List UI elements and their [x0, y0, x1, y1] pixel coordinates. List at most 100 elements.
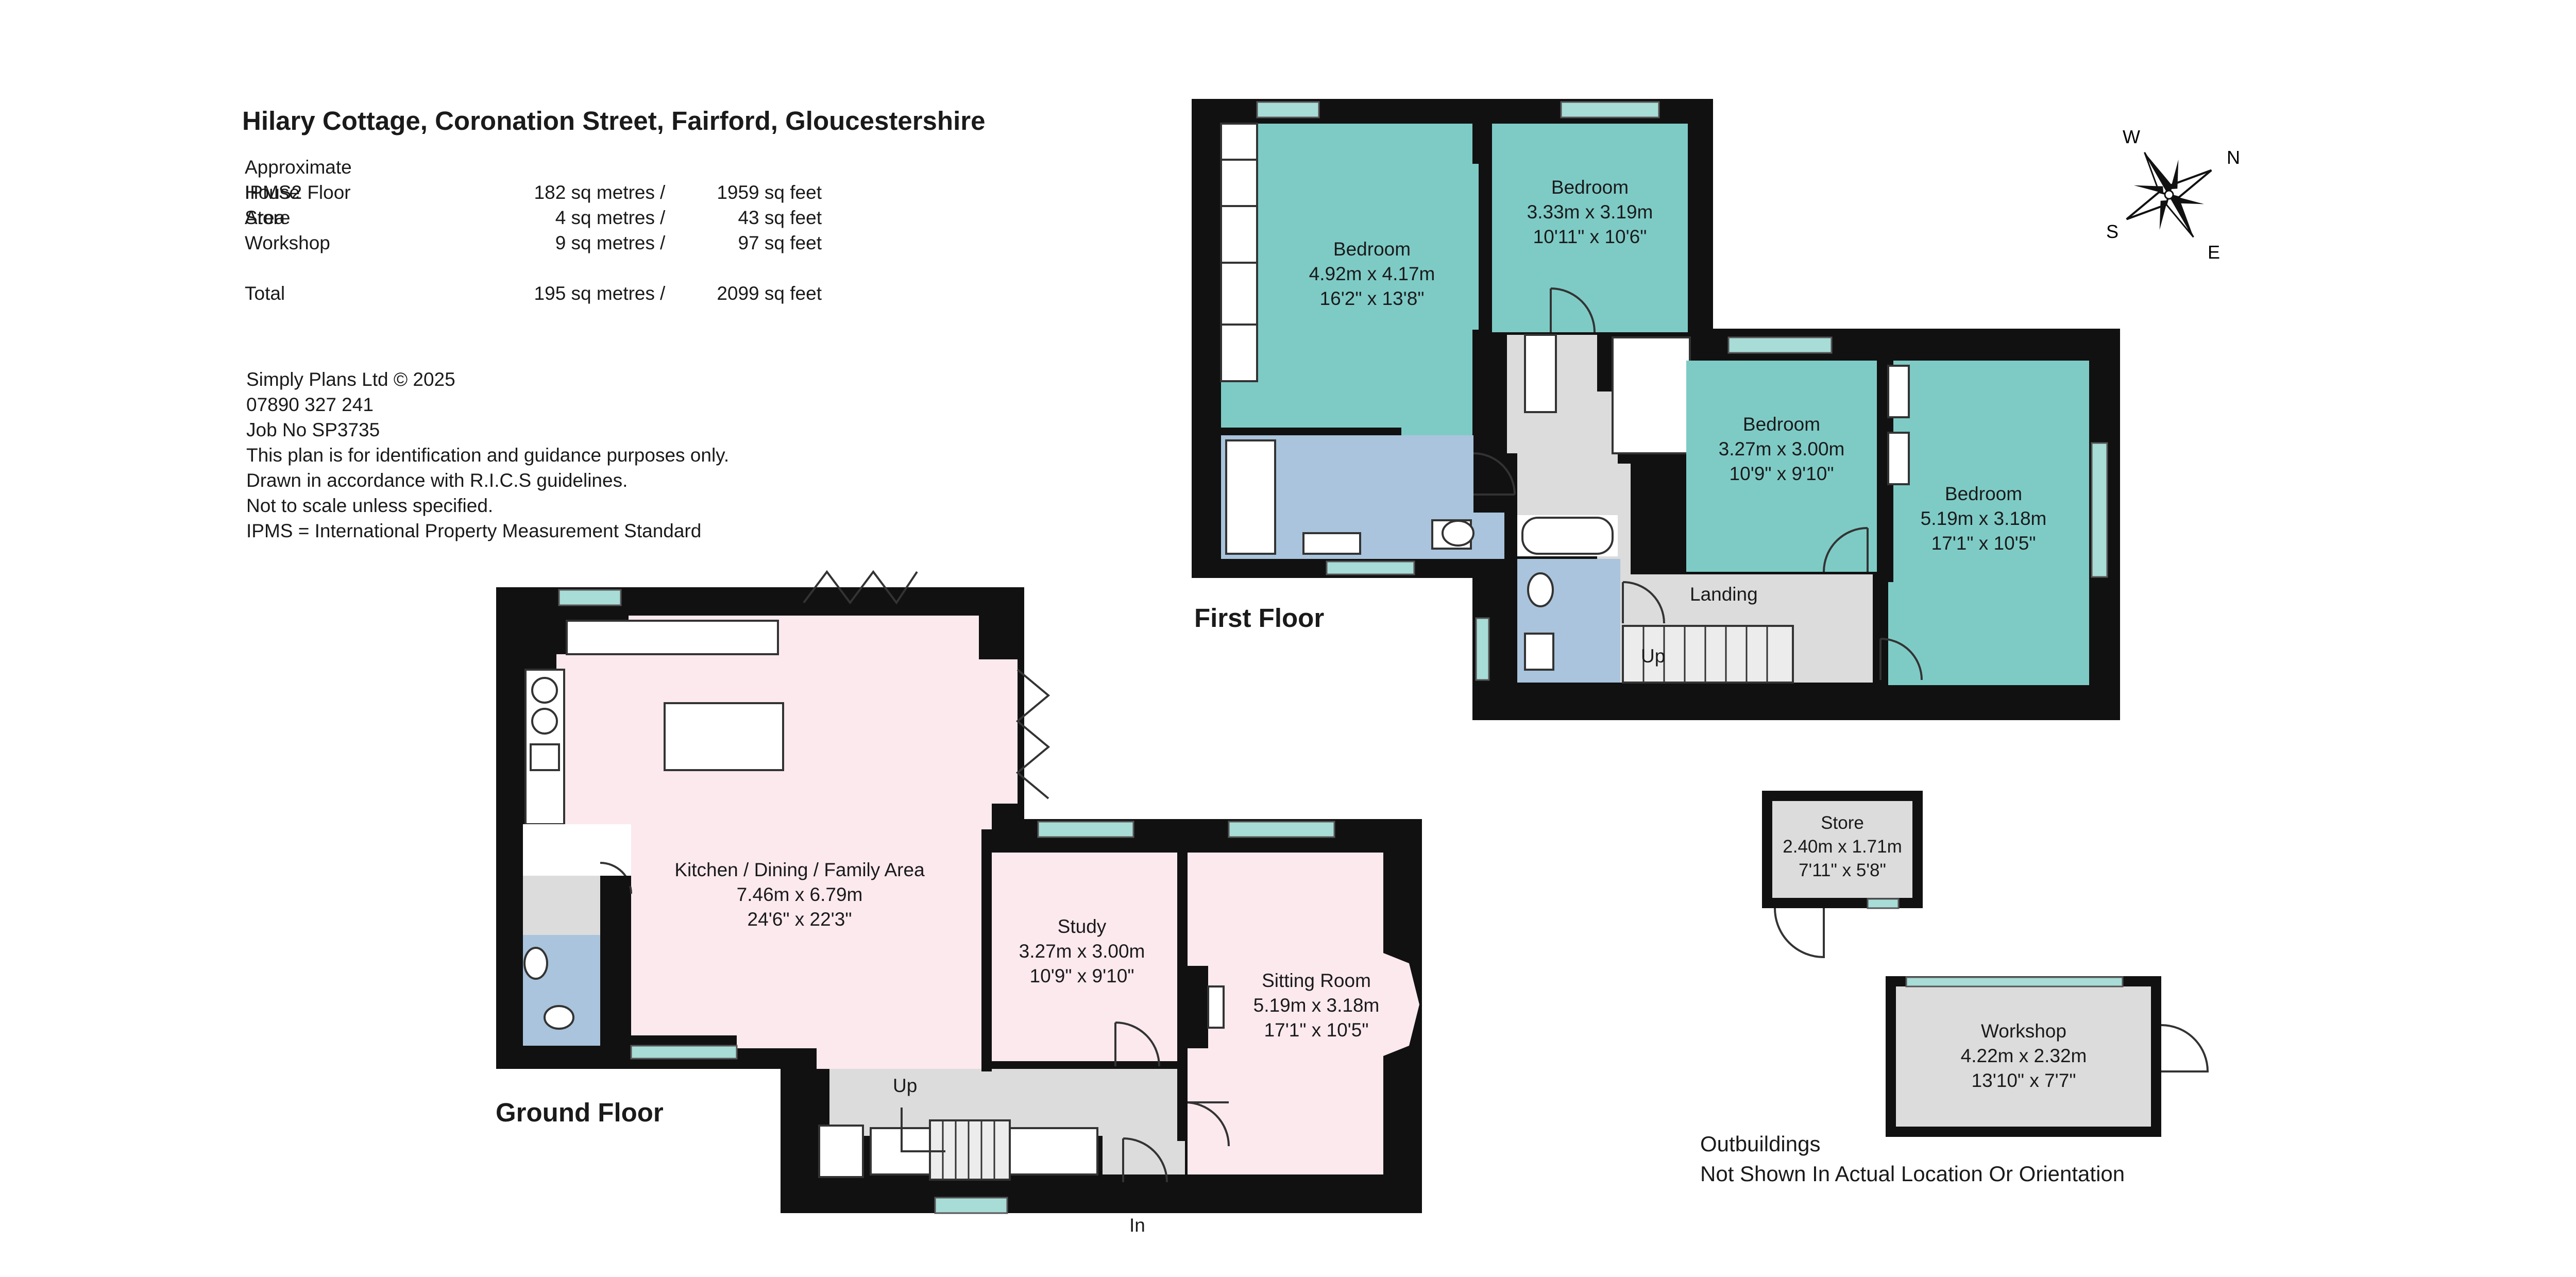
area-feet: 43 sq feet — [738, 207, 822, 228]
room-imperial: 10'9" x 9'10" — [1729, 463, 1834, 484]
room-metric: 2.40m x 1.71m — [1783, 837, 1902, 857]
area-feet: 1959 sq feet — [717, 182, 822, 203]
room-imperial: 13'10" x 7'7" — [1971, 1070, 2076, 1091]
room-label-bedroom-1: Bedroom 4.92m x 4.17m 16'2" x 13'8" — [1309, 237, 1435, 311]
scale-line: Not to scale unless specified. — [246, 495, 494, 516]
kitchen-units — [524, 620, 784, 825]
area-feet: 97 sq feet — [738, 232, 822, 253]
property-title: Hilary Cottage, Coronation Street, Fairf… — [242, 106, 986, 135]
workshop-floor — [1896, 986, 2151, 1127]
room-metric: 7.46m x 6.79m — [736, 884, 863, 905]
room-imperial: 10'11" x 10'6" — [1533, 226, 1647, 247]
area-label: House — [245, 182, 300, 203]
wardrobe — [1887, 432, 1910, 485]
windows — [1256, 101, 2108, 681]
bedroom-4-floor — [1888, 361, 2089, 685]
phone-line: 07890 327 241 — [246, 394, 374, 415]
ipms-line: IPMS = International Property Measuremen… — [246, 520, 702, 541]
area-total-label: Total — [245, 283, 285, 304]
room-name: Store — [1821, 813, 1864, 833]
interior-walls — [600, 829, 1188, 1138]
compass-s-label: S — [2106, 221, 2119, 242]
area-total-metres: 195 sq metres — [534, 283, 655, 304]
up-marker-ground-floor: Up — [893, 1075, 918, 1096]
wardrobe — [1887, 365, 1910, 418]
lobby-floor — [523, 876, 600, 935]
job-number-line: Job No SP3735 — [246, 419, 380, 440]
compass-w-label: W — [2123, 126, 2140, 147]
cloak-cupboard — [523, 824, 631, 876]
bedroom-2-floor — [1492, 124, 1688, 332]
bedroom-3-floor — [1686, 361, 1877, 572]
wardrobe-units — [1220, 123, 1258, 382]
first-floor-plan — [1192, 99, 2120, 720]
windows — [558, 589, 1335, 1214]
room-metric: 5.19m x 3.18m — [1253, 995, 1380, 1016]
plan-notes: Simply Plans Ltd © 2025 07890 327 241 Jo… — [246, 367, 729, 543]
toilet-bowl — [544, 1005, 574, 1030]
area-label: Store — [245, 207, 291, 228]
area-label: Workshop — [245, 232, 330, 253]
basin — [523, 947, 548, 980]
workshop-window — [1905, 976, 2124, 987]
outbuildings-heading: Outbuildings — [1700, 1132, 1821, 1156]
area-separator: / — [660, 207, 666, 228]
outbuildings-disclaimer: Not Shown In Actual Location Or Orientat… — [1700, 1162, 2125, 1186]
room-imperial: 17'1" x 10'5" — [1931, 533, 2036, 554]
room-name: Workshop — [1981, 1020, 2066, 1042]
workshop-door — [2161, 1024, 2209, 1072]
outbuildings-plan — [1762, 791, 2209, 1137]
rics-line: Drawn in accordance with R.I.C.S guideli… — [246, 470, 628, 491]
room-imperial: 17'1" x 10'5" — [1264, 1019, 1369, 1041]
basin — [1524, 633, 1554, 671]
compass-n-label: N — [2227, 147, 2240, 168]
store-door — [1774, 908, 1825, 959]
area-heading: Approximate IPMS2 Floor Area — [245, 157, 352, 228]
room-imperial: 7'11" x 5'8" — [1799, 860, 1886, 880]
room-metric: 3.27m x 3.00m — [1019, 941, 1145, 962]
room-name: Bedroom — [1944, 483, 2023, 504]
entrance-marker: In — [1129, 1215, 1145, 1236]
area-separator: / — [660, 182, 666, 203]
room-name: Kitchen / Dining / Family Area — [674, 859, 925, 880]
room-imperial: 10'9" x 9'10" — [1029, 965, 1134, 986]
room-imperial: 16'2" x 13'8" — [1319, 288, 1425, 309]
room-name: Bedroom — [1742, 414, 1821, 435]
airing-cupboard — [1524, 334, 1557, 413]
compass-rose-icon — [2126, 151, 2212, 238]
area-metres: 9 sq metres — [555, 232, 655, 253]
room-name: Sitting Room — [1262, 970, 1371, 991]
toilet-bowl — [1442, 520, 1475, 547]
first-floor-stairs — [1622, 625, 1794, 684]
cupboard — [818, 1125, 864, 1178]
compass-e-label: E — [2208, 242, 2220, 263]
store-floor — [1772, 801, 1912, 898]
room-label-study: Study 3.27m x 3.00m 10'9" x 9'10" — [1019, 914, 1145, 989]
room-metric: 3.27m x 3.00m — [1718, 438, 1845, 459]
first-floor-title: First Floor — [1194, 603, 1325, 633]
room-label-store: Store 2.40m x 1.71m 7'11" x 5'8" — [1783, 811, 1902, 882]
door-swings — [1473, 287, 1923, 680]
kitchen-dining-floor — [992, 659, 1018, 804]
area-total-separator: / — [660, 283, 666, 304]
bath — [1521, 517, 1614, 555]
room-label-sitting-room: Sitting Room 5.19m x 3.18m 17'1" x 10'5" — [1253, 968, 1380, 1043]
room-label-bedroom-2: Bedroom 3.33m x 3.19m 10'11" x 10'6" — [1527, 175, 1653, 249]
area-separator: / — [660, 232, 666, 253]
landing-label: Landing — [1690, 584, 1758, 605]
room-metric: 4.92m x 4.17m — [1309, 263, 1435, 284]
room-name: Study — [1057, 916, 1107, 937]
ground-floor-stairs — [901, 1108, 1011, 1181]
room-label-kitchen-dining: Kitchen / Dining / Family Area 7.46m x 6… — [674, 858, 924, 932]
room-metric: 5.19m x 3.18m — [1920, 508, 2047, 529]
ground-floor-title: Ground Floor — [496, 1098, 664, 1127]
bifold-doors — [803, 570, 1050, 799]
up-marker-first-floor: Up — [1641, 645, 1666, 667]
room-label-bedroom-3: Bedroom 3.27m x 3.00m 10'9" x 9'10" — [1719, 412, 1845, 486]
bedroom-1-floor — [1221, 124, 1479, 438]
room-name: Bedroom — [1333, 239, 1411, 260]
disclaimer-line: This plan is for identification and guid… — [246, 445, 730, 466]
area-total-feet: 2099 sq feet — [717, 283, 822, 304]
area-metres: 182 sq metres — [534, 182, 655, 203]
